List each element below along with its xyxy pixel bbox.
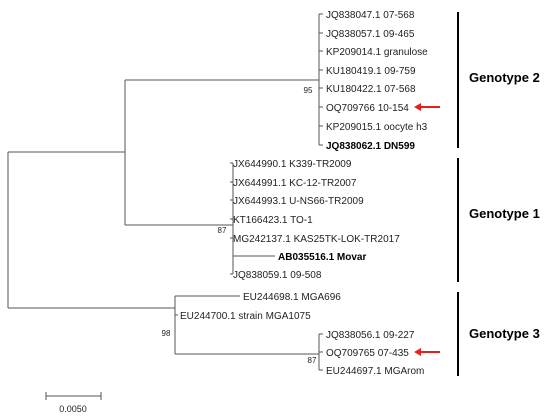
tip-label: JQ838056.1 09-227 xyxy=(326,330,415,341)
tip-label: MG242137.1 KAS25TK-LOK-TR2017 xyxy=(233,234,400,245)
tip-label: OQ709765 07-435 xyxy=(326,348,409,359)
tip-label: JQ838059.1 09-508 xyxy=(233,270,322,281)
red-arrow-icon xyxy=(414,348,440,356)
tip-label: KU180422.1 07-568 xyxy=(326,84,416,95)
tip-label-reference: AB035516.1 Movar xyxy=(278,252,366,263)
tip-label: JX644990.1 K339-TR2009 xyxy=(233,159,352,170)
tip-label: EU244697.1 MGArom xyxy=(326,366,424,377)
tip-labels: JQ838047.1 07-568 JQ838057.1 09-465 KP20… xyxy=(180,10,428,377)
bootstrap-value: 95 xyxy=(304,86,313,95)
bootstrap-value: 98 xyxy=(162,329,171,338)
tip-label: EU244700.1 strain MGA1075 xyxy=(180,311,311,322)
tip-label: JX644991.1 KC-12-TR2007 xyxy=(233,178,357,189)
tip-label: KP209014.1 granulose xyxy=(326,47,428,58)
tip-label: KU180419.1 09-759 xyxy=(326,66,416,77)
highlight-arrows xyxy=(414,103,440,356)
bootstrap-values: 95 87 98 87 xyxy=(162,86,317,365)
tip-label: JQ838047.1 07-568 xyxy=(326,10,415,21)
genotype-label: Genotype 3 xyxy=(469,326,540,341)
bootstrap-value: 87 xyxy=(218,226,227,235)
tip-label: JX644993.1 U-NS66-TR2009 xyxy=(233,196,364,207)
bootstrap-value: 87 xyxy=(308,356,317,365)
genotype-label: Genotype 2 xyxy=(469,70,540,85)
tip-label: OQ709766 10-154 xyxy=(326,103,409,114)
scale-bar-label: 0.0050 xyxy=(59,404,87,414)
genotype-brackets: Genotype 2 Genotype 1 Genotype 3 xyxy=(457,12,540,376)
genotype-label: Genotype 1 xyxy=(469,206,540,221)
tip-label: KT166423.1 TO-1 xyxy=(233,215,313,226)
scale-bar: 0.0050 xyxy=(45,392,102,414)
tip-label-reference: JQ838062.1 DN599 xyxy=(326,141,415,152)
tip-label: EU244698.1 MGA696 xyxy=(243,292,341,303)
tip-branches xyxy=(175,13,323,371)
red-arrow-icon xyxy=(414,103,440,111)
tip-label: JQ838057.1 09-465 xyxy=(326,29,415,40)
tip-label: KP209015.1 oocyte h3 xyxy=(326,122,428,133)
